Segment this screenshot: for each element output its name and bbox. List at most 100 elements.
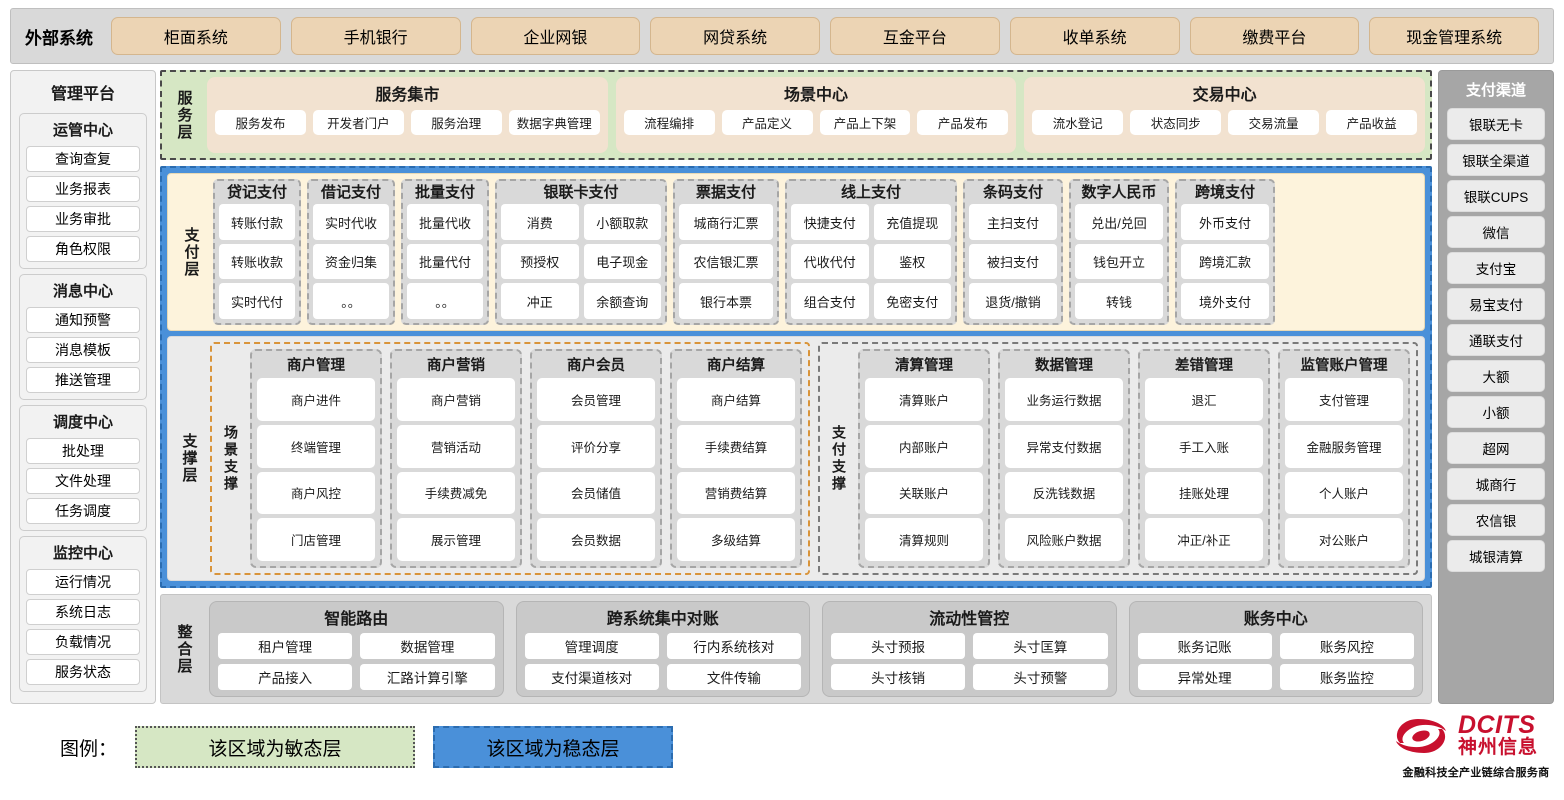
integration-item[interactable]: 数据管理 — [360, 633, 495, 659]
payment-item[interactable]: 鉴权 — [873, 243, 951, 280]
support-item[interactable]: 营销活动 — [397, 424, 515, 468]
payment-item[interactable]: 境外支付 — [1181, 283, 1269, 319]
payment-item[interactable]: 转钱 — [1075, 283, 1163, 319]
service-item[interactable]: 状态同步 — [1130, 110, 1222, 135]
integration-item[interactable]: 产品接入 — [218, 664, 353, 690]
payment-channel-item[interactable]: 通联支付 — [1447, 324, 1545, 356]
payment-item[interactable]: 消费 — [501, 204, 579, 240]
support-item[interactable]: 冲正/补正 — [1145, 518, 1263, 561]
support-item[interactable]: 商户风控 — [257, 471, 375, 515]
support-item[interactable]: 商户营销 — [397, 378, 515, 421]
integration-item[interactable]: 头寸预警 — [973, 664, 1108, 690]
support-item[interactable]: 手续费结算 — [677, 424, 795, 468]
support-item[interactable]: 清算账户 — [865, 378, 983, 421]
payment-channel-item[interactable]: 微信 — [1447, 216, 1545, 248]
integration-item[interactable]: 账务监控 — [1279, 664, 1414, 690]
payment-channel-item[interactable]: 大额 — [1447, 360, 1545, 392]
payment-item[interactable]: 钱包开立 — [1075, 243, 1163, 280]
integration-item[interactable]: 头寸核销 — [831, 664, 966, 690]
service-item[interactable]: 产品发布 — [917, 110, 1009, 135]
payment-item[interactable]: 代收代付 — [791, 243, 869, 280]
sidebar-item[interactable]: 文件处理 — [26, 468, 140, 494]
payment-item[interactable]: 电子现金 — [583, 243, 661, 280]
service-item[interactable]: 流程编排 — [623, 110, 715, 135]
integration-item[interactable]: 头寸匡算 — [973, 633, 1108, 659]
service-item[interactable]: 流水登记 — [1032, 110, 1124, 135]
payment-item[interactable]: 跨境汇款 — [1181, 243, 1269, 280]
payment-item[interactable]: 。。 — [313, 283, 389, 319]
payment-item[interactable]: 批量代收 — [407, 204, 483, 240]
integration-item[interactable]: 账务记账 — [1137, 633, 1272, 659]
support-item[interactable]: 会员管理 — [537, 378, 655, 421]
support-item[interactable]: 金融服务管理 — [1285, 424, 1403, 468]
integration-item[interactable]: 行内系统核对 — [666, 633, 801, 659]
integration-item[interactable]: 文件传输 — [666, 664, 801, 690]
support-item[interactable]: 营销费结算 — [677, 471, 795, 515]
support-item[interactable]: 个人账户 — [1285, 471, 1403, 515]
support-item[interactable]: 挂账处理 — [1145, 471, 1263, 515]
service-item[interactable]: 产品定义 — [721, 110, 813, 135]
payment-channel-item[interactable]: 农信银 — [1447, 504, 1545, 536]
payment-item[interactable]: 被扫支付 — [969, 243, 1057, 280]
support-item[interactable]: 商户进件 — [257, 378, 375, 421]
service-item[interactable]: 产品收益 — [1326, 110, 1418, 135]
payment-channel-item[interactable]: 银联CUPS — [1447, 180, 1545, 212]
external-system-chip[interactable]: 收单系统 — [1009, 17, 1180, 55]
support-item[interactable]: 风险账户数据 — [1005, 518, 1123, 561]
support-item[interactable]: 商户结算 — [677, 378, 795, 421]
integration-item[interactable]: 账务风控 — [1279, 633, 1414, 659]
payment-item[interactable]: 充值提现 — [873, 204, 951, 240]
payment-channel-item[interactable]: 易宝支付 — [1447, 288, 1545, 320]
support-item[interactable]: 清算规则 — [865, 518, 983, 561]
payment-item[interactable]: 。。 — [407, 283, 483, 319]
payment-channel-item[interactable]: 小额 — [1447, 396, 1545, 428]
support-item[interactable]: 手工入账 — [1145, 424, 1263, 468]
integration-item[interactable]: 头寸预报 — [831, 633, 966, 659]
support-item[interactable]: 反洗钱数据 — [1005, 471, 1123, 515]
payment-item[interactable]: 转账付款 — [219, 204, 295, 240]
external-system-chip[interactable]: 缴费平台 — [1189, 17, 1360, 55]
support-item[interactable]: 业务运行数据 — [1005, 378, 1123, 421]
support-item[interactable]: 终端管理 — [257, 424, 375, 468]
service-item[interactable]: 数据字典管理 — [508, 110, 600, 135]
payment-item[interactable]: 快捷支付 — [791, 204, 869, 240]
external-system-chip[interactable]: 网贷系统 — [650, 17, 820, 55]
payment-channel-item[interactable]: 超网 — [1447, 432, 1545, 464]
payment-item[interactable]: 免密支付 — [873, 283, 951, 319]
support-item[interactable]: 对公账户 — [1285, 518, 1403, 561]
sidebar-item[interactable]: 负载情况 — [26, 629, 140, 655]
payment-item[interactable]: 冲正 — [501, 283, 579, 319]
payment-item[interactable]: 实时代收 — [313, 204, 389, 240]
sidebar-item[interactable]: 批处理 — [26, 438, 140, 464]
payment-item[interactable]: 兑出/兑回 — [1075, 204, 1163, 240]
sidebar-item[interactable]: 推送管理 — [26, 367, 140, 393]
payment-item[interactable]: 余额查询 — [583, 283, 661, 319]
service-item[interactable]: 服务发布 — [215, 110, 306, 135]
support-item[interactable]: 支付管理 — [1285, 378, 1403, 421]
payment-channel-item[interactable]: 银联无卡 — [1447, 108, 1545, 140]
support-item[interactable]: 会员储值 — [537, 471, 655, 515]
external-system-chip[interactable]: 互金平台 — [830, 17, 1000, 55]
sidebar-item[interactable]: 系统日志 — [26, 599, 140, 625]
support-item[interactable]: 会员数据 — [537, 518, 655, 561]
external-system-chip[interactable]: 手机银行 — [290, 17, 461, 55]
external-system-chip[interactable]: 企业网银 — [470, 17, 641, 55]
payment-item[interactable]: 主扫支付 — [969, 204, 1057, 240]
service-item[interactable]: 交易流量 — [1228, 110, 1320, 135]
sidebar-item[interactable]: 消息模板 — [26, 337, 140, 363]
payment-item[interactable]: 组合支付 — [791, 283, 869, 319]
sidebar-item[interactable]: 查询查复 — [26, 146, 140, 172]
payment-channel-item[interactable]: 城银清算 — [1447, 540, 1545, 572]
external-system-chip[interactable]: 柜面系统 — [111, 17, 281, 55]
sidebar-item[interactable]: 角色权限 — [26, 236, 140, 262]
external-system-chip[interactable]: 现金管理系统 — [1369, 17, 1539, 55]
payment-item[interactable]: 外币支付 — [1181, 204, 1269, 240]
integration-item[interactable]: 异常处理 — [1137, 664, 1272, 690]
support-item[interactable]: 内部账户 — [865, 424, 983, 468]
support-item[interactable]: 门店管理 — [257, 518, 375, 561]
integration-item[interactable]: 租户管理 — [218, 633, 353, 659]
support-item[interactable]: 异常支付数据 — [1005, 424, 1123, 468]
sidebar-item[interactable]: 通知预警 — [26, 307, 140, 333]
support-item[interactable]: 关联账户 — [865, 471, 983, 515]
payment-item[interactable]: 银行本票 — [679, 283, 773, 319]
